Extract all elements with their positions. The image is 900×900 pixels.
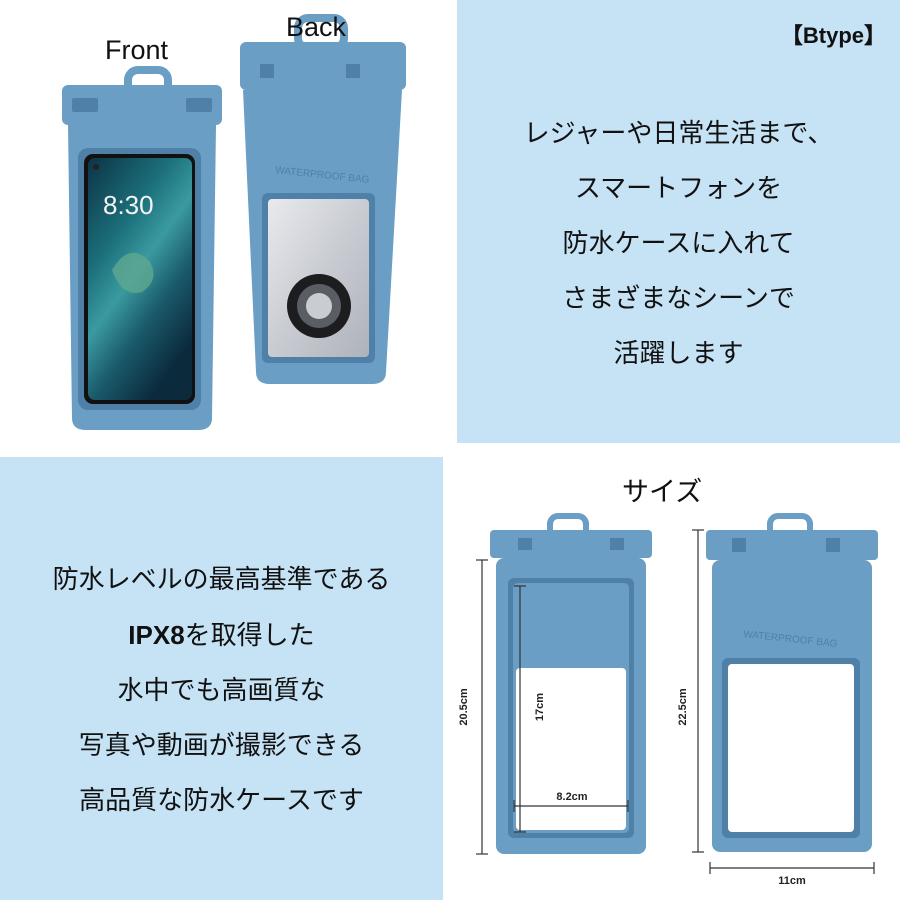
description-line: スマートフォンを [574, 174, 783, 204]
dim-back-width: 11cm [778, 875, 806, 887]
description-bottom-text: 防水レベルの最高基準である IPX8を取得した 水中でも高画質な 写真や動画が撮… [0, 553, 443, 829]
type-badge: 【Btype】 [780, 23, 886, 48]
dim-front-height: 20.5cm [458, 688, 470, 726]
description-line: IPX8を取得した [0, 608, 443, 664]
dim-back-height: 22.5cm [677, 688, 689, 726]
back-label: Back [286, 12, 347, 42]
description-panel-top [457, 0, 900, 443]
description-line: 高品質な防水ケースです [79, 786, 364, 816]
dim-window-width: 8.2cm [556, 791, 587, 803]
dim-window-height: 17cm [534, 693, 546, 721]
front-case: 8:30 [62, 66, 222, 430]
description-line: 活躍します [613, 339, 744, 369]
size-title: サイズ [622, 477, 703, 508]
phone-clock: 8:30 [103, 190, 154, 220]
description-top-text: レジャーや日常生活まで、 スマートフォンを 防水ケースに入れて さまざまなシーン… [457, 107, 900, 382]
ipx8-rating: IPX8 [128, 620, 185, 650]
description-fragment: を取得した [184, 621, 315, 651]
description-panel-bottom [0, 457, 443, 900]
description-line: 防水レベルの最高基準である [52, 565, 391, 595]
front-label: Front [105, 35, 169, 65]
size-front-case [490, 513, 652, 854]
back-case: WATERPROOF BAG [240, 14, 406, 384]
description-line: 防水ケースに入れて [562, 229, 795, 259]
description-line: 写真や動画が撮影できる [78, 731, 365, 761]
description-line: 水中でも高画質な [117, 676, 326, 706]
description-line: さまざまなシーンで [562, 284, 795, 314]
size-back-case: WATERPROOF BAG [706, 513, 878, 852]
description-line: レジャーや日常生活まで、 [523, 119, 834, 149]
